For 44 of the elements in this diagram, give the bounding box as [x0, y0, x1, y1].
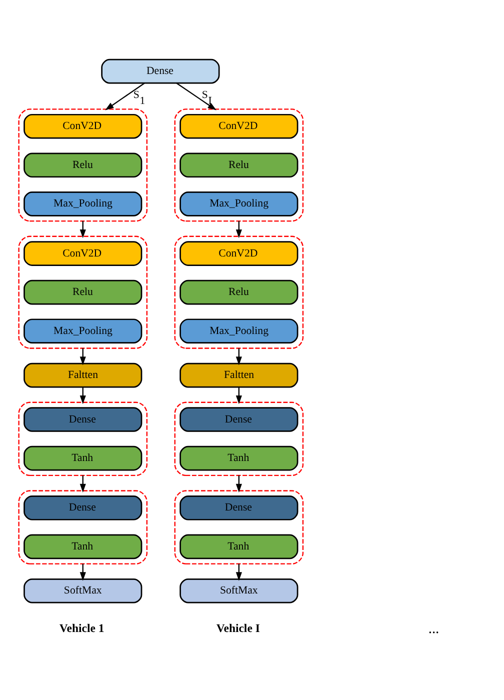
- node-box: ConV2D: [180, 240, 298, 266]
- node-box: Max_Pooling: [24, 191, 142, 216]
- arrow: [236, 386, 242, 404]
- cluster: [174, 235, 304, 348]
- node-box: Tanh: [24, 534, 142, 559]
- arrow: [80, 220, 86, 238]
- label: ...: [428, 620, 440, 637]
- arrow: [236, 474, 242, 492]
- node-box: ConV2D: [24, 113, 142, 138]
- node-box: Dense: [180, 406, 298, 432]
- cluster: [18, 401, 148, 476]
- node-box: SoftMax: [180, 578, 298, 603]
- node-box: Relu: [24, 152, 142, 178]
- node-box: ConV2D: [24, 240, 142, 266]
- arrow: [105, 82, 145, 110]
- node-box: ConV2D: [180, 113, 298, 138]
- node-box: Max_Pooling: [180, 191, 298, 216]
- node-box: Max_Pooling: [24, 318, 142, 344]
- node-box: Dense: [180, 495, 298, 520]
- cluster: [174, 108, 304, 222]
- node-box: Faltten: [180, 362, 298, 388]
- node-box: Faltten: [24, 362, 142, 388]
- cluster: [174, 490, 304, 564]
- node-box: Relu: [180, 152, 298, 178]
- cluster: [174, 401, 304, 476]
- cluster: [18, 108, 148, 222]
- arrow: [176, 82, 216, 110]
- node-box: Dense: [24, 495, 142, 520]
- cluster: [18, 235, 148, 348]
- arrow: [80, 474, 86, 492]
- node-box: Tanh: [180, 534, 298, 559]
- node-box: Tanh: [180, 445, 298, 470]
- label: Vehicle 1: [59, 621, 104, 634]
- node-box: Dense: [24, 406, 142, 432]
- arrow: [80, 386, 86, 404]
- arrow: [236, 220, 242, 238]
- label: Vehicle I: [216, 621, 260, 634]
- node-box: Relu: [180, 279, 298, 304]
- cluster: [18, 490, 148, 564]
- node-box: Max_Pooling: [180, 318, 298, 344]
- node-box: Relu: [24, 279, 142, 304]
- node-box: SoftMax: [24, 578, 142, 603]
- node-box: Tanh: [24, 445, 142, 470]
- node-box: Dense: [101, 58, 220, 84]
